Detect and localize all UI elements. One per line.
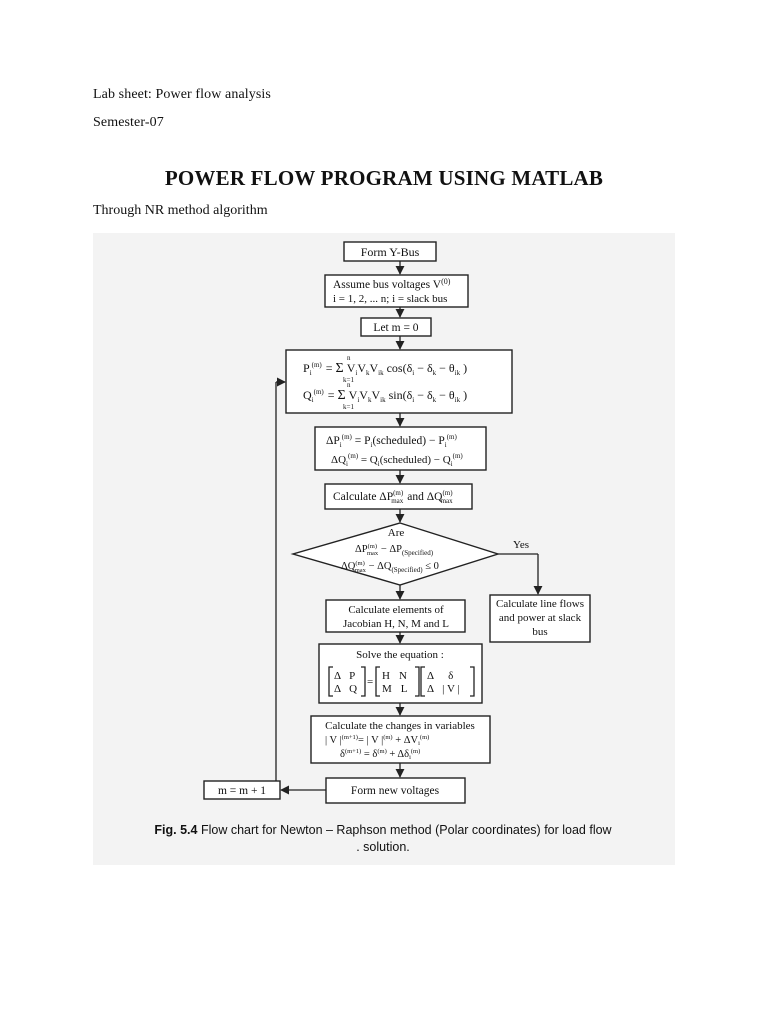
matrix-m: M (382, 683, 392, 695)
matrix-h: H (382, 670, 390, 682)
svg-text:n: n (347, 354, 351, 362)
p-terms: V (347, 361, 356, 375)
jacobian-text-2: Jacobian H, N, M and L (343, 618, 449, 630)
line-flows-text-1: Calculate line flows (496, 598, 584, 610)
caption-text: Flow chart for Newton – Raphson method (… (200, 823, 612, 837)
calculate-max-box (324, 483, 473, 510)
new-voltages-box (325, 777, 466, 804)
p-symbol: P (303, 361, 310, 375)
power-equations-box (285, 349, 513, 414)
form-ybus-box (343, 241, 437, 262)
solve-title: Solve the equation : (356, 649, 444, 661)
q-symbol: Q (303, 388, 312, 402)
svg-text:ΔPi(m) = Pi(scheduled) − Pi(m): ΔPi(m) = Pi(scheduled) − Pi(m) (326, 433, 457, 449)
decision-spec-q: (Specified) (391, 566, 423, 574)
decision-dp: ΔP (355, 544, 368, 555)
svg-text:| V |(m+1)= | V |(m) + ΔVi(m): | V |(m+1)= | V |(m) + ΔVi(m) (325, 734, 429, 747)
mismatch-p-text: (scheduled) − P (372, 435, 444, 447)
changes-title: Calculate the changes in variables (325, 720, 475, 732)
changes-box (310, 715, 491, 764)
svg-text:Δδ: Δδ (427, 670, 453, 682)
assume-voltages-text: Assume bus voltages V (333, 279, 442, 291)
decision-dq: ΔQ (341, 561, 356, 572)
form-ybus-text: Form Y-Bus (361, 245, 420, 259)
caption-label: Fig. 5.4 (154, 823, 198, 837)
line-flows-box (489, 594, 591, 643)
p-sum-symbol: Σ (336, 361, 344, 376)
svg-text:ΔP: ΔP (334, 670, 355, 682)
svg-text:ΔQi(m) = Qi(scheduled) − Qi(m): ΔQi(m) = Qi(scheduled) − Qi(m) (331, 452, 463, 468)
matrix-delta-p: Δ (334, 670, 341, 682)
svg-text:k=1: k=1 (343, 376, 354, 384)
line-flows-text-2: and power at slack (499, 612, 582, 624)
q-terms: V (349, 388, 358, 402)
q-sum-symbol: Σ (338, 388, 346, 403)
lab-sheet-heading: Lab sheet: Power flow analysis (93, 87, 271, 102)
svg-text:HN: HN (382, 670, 407, 682)
matrix-delta-delta: Δ (427, 670, 434, 682)
increment-text: m = m + 1 (218, 785, 266, 797)
mismatch-q-text: (scheduled) − Q (380, 454, 451, 466)
document-subtitle: Through NR method algorithm (93, 203, 268, 218)
semester-label: Semester-07 (93, 115, 164, 130)
document-title: POWER FLOW PROGRAM USING MATLAB (164, 166, 604, 190)
assume-voltages-sup: (0) (441, 277, 451, 286)
calc-and-text: and ΔQ (407, 491, 443, 503)
line-flows-text-3: bus (532, 626, 547, 638)
new-voltages-text: Form new voltages (351, 785, 440, 797)
jacobian-box (325, 599, 466, 633)
flowchart-figure: Form Y-Bus Assume bus voltages V(0) i = … (93, 233, 675, 865)
svg-text:ΔQ: ΔQ (334, 683, 357, 695)
p-trig: cos(δ (387, 361, 413, 375)
svg-text:Δ| V |: Δ| V | (427, 683, 460, 695)
svg-text:δ(m+1) = δ(m) + Δδi(m): δ(m+1) = δ(m) + Δδi(m) (340, 748, 420, 761)
svg-text:ΔQ(m)max − ΔQ(Specified) ≤ 0: ΔQ(m)max − ΔQ(Specified) ≤ 0 (341, 560, 439, 574)
svg-text:n: n (347, 381, 351, 389)
solve-equation-box (318, 643, 483, 704)
decision-are-text: Are (388, 527, 405, 539)
decision-spec-p: (Specified) (402, 549, 434, 557)
let-m-box (360, 317, 432, 337)
svg-text:k=1: k=1 (343, 403, 354, 411)
increment-box (203, 780, 281, 800)
svg-text:ML: ML (382, 683, 408, 695)
yes-label: Yes (513, 539, 529, 551)
matrix-delta-v: Δ (427, 683, 434, 695)
matrix-delta-q: Δ (334, 683, 341, 695)
assume-index-text: i = 1, 2, ... n; i = slack bus (333, 293, 447, 305)
changes-v-text: | V | (325, 735, 342, 746)
svg-text:Assume bus voltages V(0): Assume bus voltages V(0) (333, 277, 451, 291)
figure-caption: Fig. 5.4 Flow chart for Newton – Raphson… (123, 822, 643, 856)
flowchart-diagram: Form Y-Bus Assume bus voltages V(0) i = … (203, 241, 591, 804)
q-trig: sin(δ (389, 388, 413, 402)
let-m-text: Let m = 0 (373, 322, 418, 334)
svg-text:ΔP(m)max − ΔP(Specified): ΔP(m)max − ΔP(Specified) (355, 543, 434, 557)
changes-delta-text: δ (340, 749, 345, 760)
calc-max-text: Calculate ΔP (333, 491, 393, 503)
jacobian-text-1: Calculate elements of (348, 604, 444, 616)
assume-voltages-box (324, 274, 469, 308)
caption-text-2: . solution. (356, 840, 410, 854)
svg-text:=: = (367, 676, 373, 688)
